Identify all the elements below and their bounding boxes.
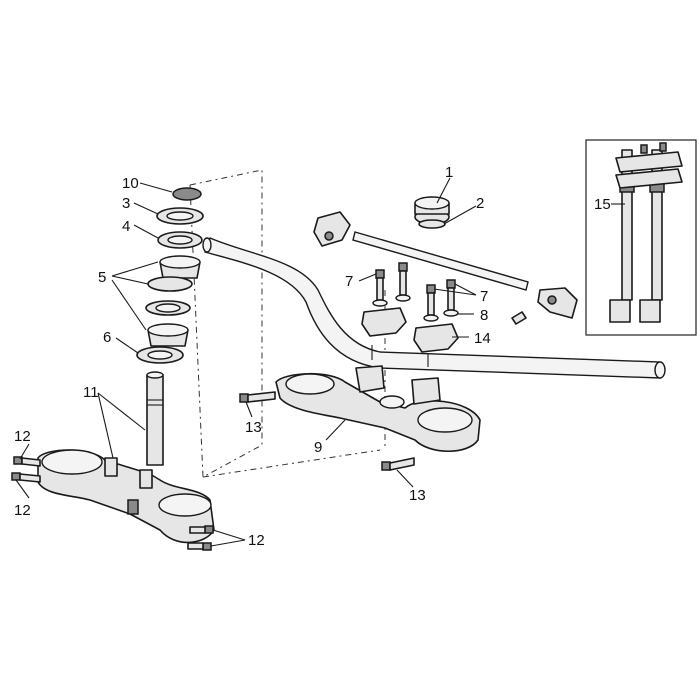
crossbar-rod bbox=[313, 211, 578, 325]
clamp-bolts bbox=[372, 262, 459, 322]
fork-inset bbox=[585, 139, 697, 336]
callout-3: 3 bbox=[122, 195, 130, 212]
fork-legs bbox=[609, 142, 683, 323]
callout-10: 10 bbox=[122, 175, 139, 192]
clamp-bolts-lower bbox=[11, 456, 214, 551]
callout-9: 9 bbox=[314, 439, 322, 456]
callout-6: 6 bbox=[103, 329, 111, 346]
assembly-outline bbox=[189, 169, 386, 478]
callout-labels: 1 2 3 4 5 6 7 7 8 9 10 11 12 12 12 13 13… bbox=[14, 164, 611, 549]
callout-13-right: 13 bbox=[409, 487, 426, 504]
handlebar-clamps bbox=[361, 307, 459, 353]
lower-triple-clamp bbox=[37, 371, 215, 544]
callout-12-right: 12 bbox=[248, 532, 265, 549]
callout-7-left: 7 bbox=[345, 273, 353, 290]
callout-14: 14 bbox=[474, 330, 491, 347]
callout-1: 1 bbox=[445, 164, 453, 181]
callout-7-right: 7 bbox=[480, 288, 488, 305]
callout-2: 2 bbox=[476, 195, 484, 212]
callout-11: 11 bbox=[83, 384, 99, 401]
pinch-bolts bbox=[239, 391, 415, 471]
callout-4: 4 bbox=[122, 218, 130, 235]
callout-5: 5 bbox=[98, 269, 106, 286]
leader-lines bbox=[15, 177, 625, 547]
callout-13-left: 13 bbox=[245, 419, 262, 436]
callout-12-bottom-left: 12 bbox=[14, 502, 31, 519]
callout-8: 8 bbox=[480, 307, 488, 324]
callout-12-top-left: 12 bbox=[14, 428, 31, 445]
callout-15: 15 bbox=[594, 196, 611, 213]
bearing-stack bbox=[136, 187, 204, 364]
steering-nut-cap bbox=[414, 196, 450, 229]
handlebar bbox=[202, 237, 666, 379]
upper-triple-clamp bbox=[275, 365, 481, 452]
